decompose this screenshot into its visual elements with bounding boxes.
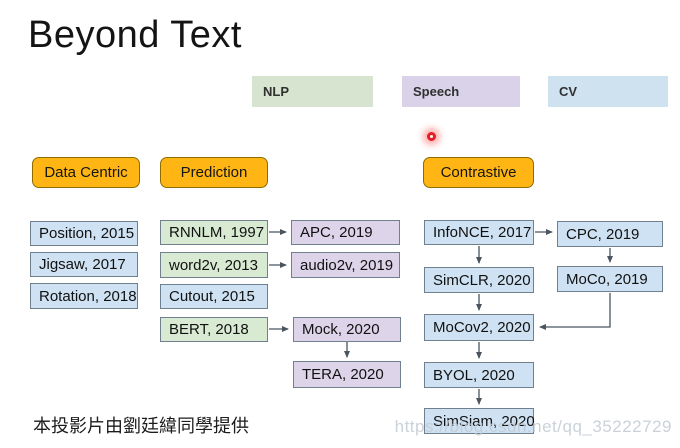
- node-mock-2020: Mock, 2020: [293, 317, 401, 342]
- node-label: InfoNCE, 2017: [433, 224, 532, 241]
- page-title: Beyond Text: [28, 14, 242, 56]
- node-simsiam-2020: SimSiam, 2020: [424, 408, 535, 434]
- node-apc-2019: APC, 2019: [291, 220, 400, 245]
- category-data-centric: Data Centric: [32, 157, 140, 188]
- node-label: word2v, 2013: [169, 256, 258, 274]
- node-label: Position, 2015: [39, 225, 135, 242]
- header-nlp: NLP: [252, 76, 373, 107]
- node-label: TERA, 2020: [302, 366, 384, 383]
- node-label: Mock, 2020: [302, 321, 380, 338]
- header-speech-label: Speech: [413, 84, 460, 99]
- node-simclr-2020: SimCLR, 2020: [424, 267, 534, 293]
- node-position-2015: Position, 2015: [30, 221, 138, 246]
- node-byol-2020: BYOL, 2020: [424, 362, 534, 388]
- node-mocov2-2020: MoCov2, 2020: [424, 314, 534, 341]
- node-label: APC, 2019: [300, 224, 373, 241]
- node-audio2v-2019: audio2v, 2019: [291, 252, 400, 278]
- node-label: Jigsaw, 2017: [39, 256, 126, 273]
- node-cutout-2015: Cutout, 2015: [160, 284, 268, 309]
- node-label: MoCo, 2019: [566, 270, 648, 288]
- category-contrastive-label: Contrastive: [440, 164, 517, 181]
- category-prediction: Prediction: [160, 157, 268, 188]
- watermark-text: https://blog.csdn.net/qq_35222729: [394, 417, 672, 436]
- category-prediction-label: Prediction: [180, 164, 248, 181]
- node-rnnlm-1997: RNNLM, 1997: [160, 220, 268, 245]
- node-label: RNNLM, 1997: [169, 224, 265, 241]
- node-infonce-2017: InfoNCE, 2017: [424, 220, 534, 245]
- header-cv-label: CV: [559, 84, 578, 99]
- node-label: Cutout, 2015: [169, 288, 255, 305]
- credit-text: 本投影片由劉廷緯同學提供: [33, 416, 249, 436]
- node-moco-2019: MoCo, 2019: [557, 266, 663, 292]
- edge-moco-mocov2: [539, 293, 611, 330]
- node-cpc-2019: CPC, 2019: [557, 221, 663, 247]
- category-contrastive: Contrastive: [423, 157, 534, 188]
- laser-pointer-dot: [427, 132, 436, 141]
- node-word2v-2013: word2v, 2013: [160, 252, 268, 278]
- node-label: audio2v, 2019: [300, 256, 394, 274]
- node-rotation-2018: Rotation, 2018: [30, 283, 138, 309]
- node-label: SimSiam, 2020: [433, 412, 535, 430]
- node-tera-2020: TERA, 2020: [293, 361, 401, 388]
- category-data-centric-label: Data Centric: [44, 164, 128, 181]
- header-nlp-label: NLP: [263, 84, 289, 99]
- node-label: BERT, 2018: [169, 321, 249, 338]
- node-label: MoCov2, 2020: [433, 319, 531, 336]
- node-bert-2018: BERT, 2018: [160, 317, 268, 342]
- node-label: CPC, 2019: [566, 225, 640, 243]
- header-speech: Speech: [402, 76, 520, 107]
- header-cv: CV: [548, 76, 668, 107]
- node-label: BYOL, 2020: [433, 366, 515, 384]
- node-label: Rotation, 2018: [39, 287, 137, 305]
- node-jigsaw-2017: Jigsaw, 2017: [30, 252, 138, 277]
- node-label: SimCLR, 2020: [433, 271, 531, 289]
